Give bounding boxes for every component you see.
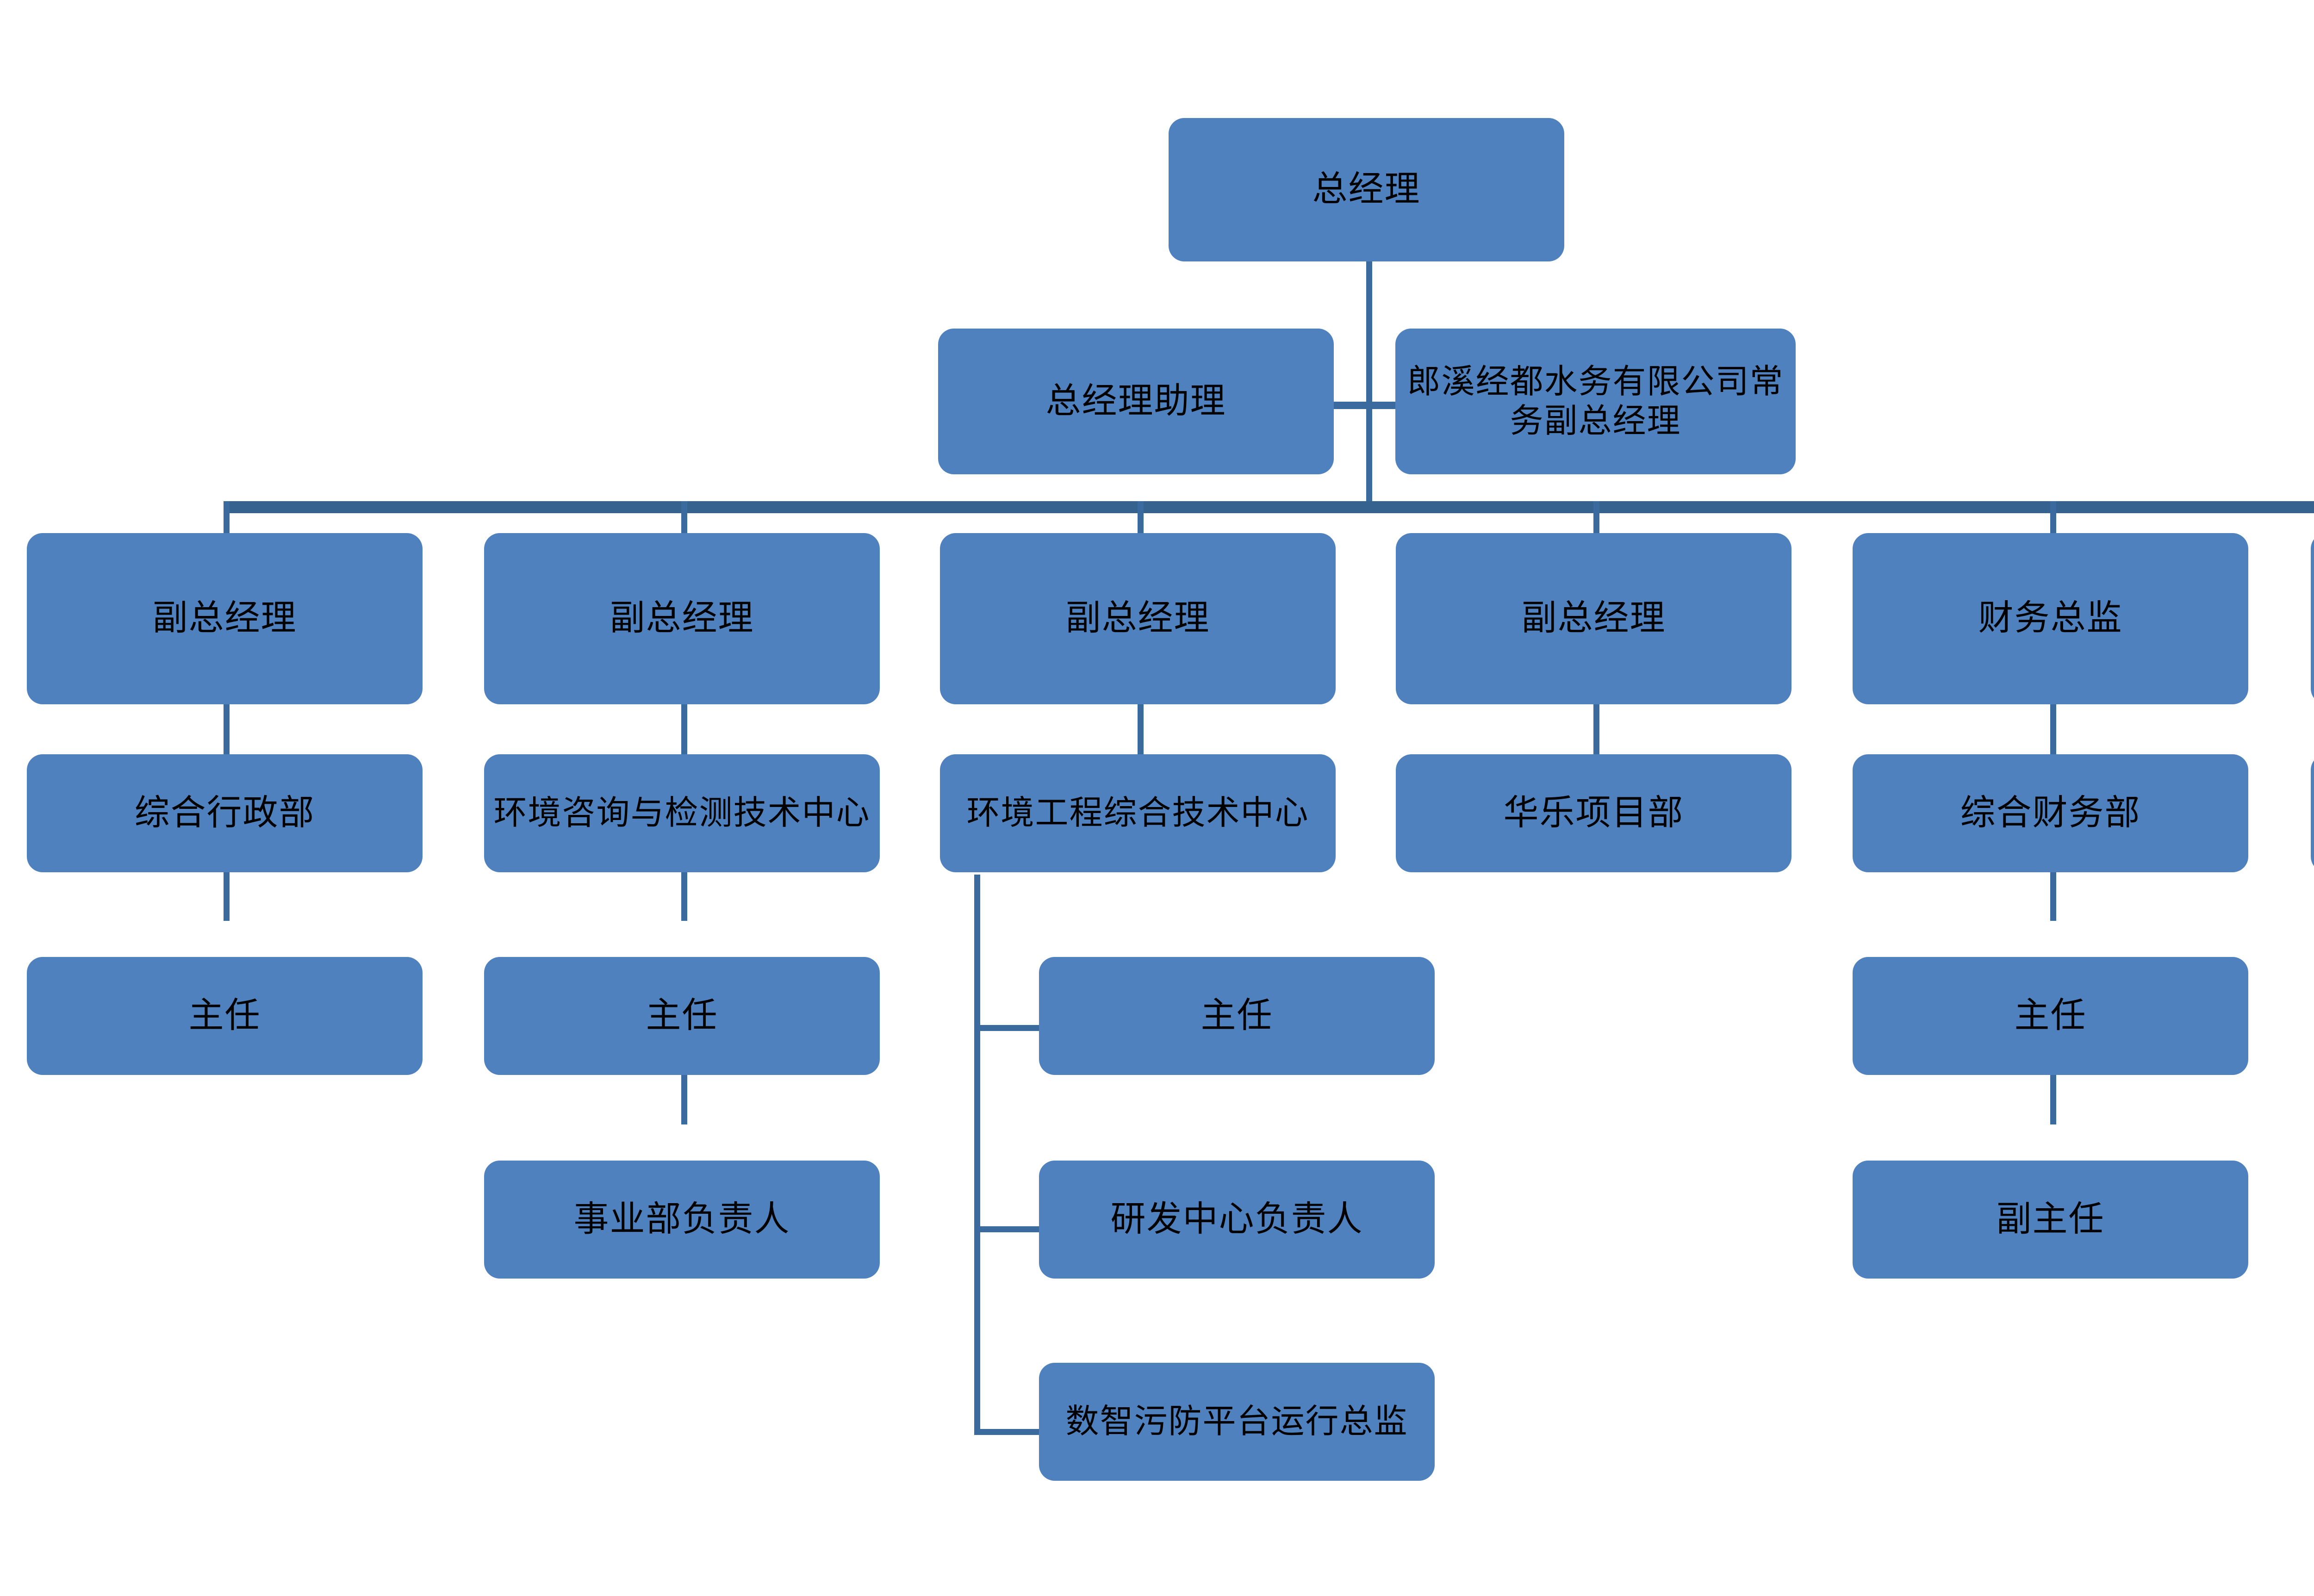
node-general-manager-label: 总经理 — [1312, 170, 1421, 209]
connector-col3-bracket-spine — [974, 875, 980, 1435]
node-production-safety-director[interactable]: 生产安全总监 — [2311, 754, 2314, 872]
node-col1-deputy-gm-label: 副总经理 — [152, 599, 297, 638]
connector-col5-l3-l4 — [2050, 703, 2056, 754]
node-deputy-director-label: 副主任 — [1996, 1199, 2105, 1239]
node-finance-department-label: 综合财务部 — [1960, 793, 2141, 832]
node-env-engineering-center[interactable]: 环境工程综合技术中心 — [940, 754, 1336, 872]
connector-drop-col5 — [2050, 501, 2056, 536]
connector-col2-l4-l5 — [681, 870, 687, 921]
node-hualе-project-department[interactable]: 华乐项目部 — [1396, 754, 1791, 872]
node-col2-deputy-gm[interactable]: 副总经理 — [484, 533, 880, 704]
node-rd-center-head[interactable]: 研发中心负责人 — [1039, 1161, 1435, 1279]
node-col3-deputy-gm[interactable]: 副总经理 — [940, 533, 1336, 704]
node-admin-department[interactable]: 综合行政部 — [27, 754, 423, 872]
node-col1-director-label: 主任 — [188, 996, 261, 1035]
node-col3-sub-director-label: 主任 — [1201, 996, 1273, 1035]
node-col5-director-label: 主任 — [2014, 996, 2087, 1035]
connector-drop-col3 — [1138, 501, 1144, 536]
connector-assistant-stub — [1333, 402, 1375, 409]
node-finance-department[interactable]: 综合财务部 — [1853, 754, 2248, 872]
node-admin-department-label: 综合行政部 — [134, 793, 315, 832]
node-business-unit-head-label: 事业部负责人 — [573, 1199, 790, 1239]
node-env-consulting-center-label: 环境咨询与检测技术中心 — [493, 795, 871, 832]
connector-gm-trunk — [1366, 259, 1372, 504]
node-safety-director[interactable]: 安全总监 — [2311, 533, 2314, 704]
node-col2-director-label: 主任 — [646, 996, 718, 1035]
connector-drop-col2 — [681, 501, 687, 536]
node-cfo-label: 财务总监 — [1978, 599, 2123, 638]
node-digital-pollution-platform-director[interactable]: 数智污防平台运行总监 — [1039, 1363, 1435, 1481]
node-huale-project-department-label: 华乐项目部 — [1503, 793, 1684, 832]
node-rd-center-head-label: 研发中心负责人 — [1110, 1199, 1363, 1239]
connector-col3-l3-l4 — [1138, 703, 1144, 754]
node-general-manager[interactable]: 总经理 — [1169, 118, 1564, 261]
node-langxi-deputy-gm-label: 郎溪经都水务有限公司常务副总经理 — [1407, 363, 1784, 440]
node-deputy-director[interactable]: 副主任 — [1853, 1161, 2248, 1279]
node-business-unit-head[interactable]: 事业部负责人 — [484, 1161, 880, 1279]
connector-col5-l5-l6 — [2050, 1074, 2056, 1124]
connector-col2-l5-l6 — [681, 1074, 687, 1124]
node-col3-deputy-gm-label: 副总经理 — [1065, 599, 1210, 638]
connector-distribution-bar — [224, 501, 2314, 513]
node-env-consulting-center[interactable]: 环境咨询与检测技术中心 — [484, 754, 880, 872]
connector-col5-l4-l5 — [2050, 870, 2056, 921]
node-cfo[interactable]: 财务总监 — [1853, 533, 2248, 704]
node-col1-director[interactable]: 主任 — [27, 957, 423, 1075]
node-col4-deputy-gm-label: 副总经理 — [1521, 599, 1666, 638]
node-gm-assistant-label: 总经理助理 — [1045, 381, 1226, 421]
connector-drop-col4 — [1593, 501, 1599, 536]
node-col2-director[interactable]: 主任 — [484, 957, 880, 1075]
connector-drop-col1 — [224, 501, 230, 536]
node-col2-deputy-gm-label: 副总经理 — [610, 599, 754, 638]
node-col4-deputy-gm[interactable]: 副总经理 — [1396, 533, 1791, 704]
node-digital-pollution-platform-director-label: 数智污防平台运行总监 — [1065, 1403, 1408, 1441]
connector-col2-l3-l4 — [681, 703, 687, 754]
node-col3-sub-director[interactable]: 主任 — [1039, 957, 1435, 1075]
connector-col4-l3-l4 — [1593, 703, 1599, 754]
node-col1-deputy-gm[interactable]: 副总经理 — [27, 533, 423, 704]
node-gm-assistant[interactable]: 总经理助理 — [938, 329, 1334, 474]
node-col5-director[interactable]: 主任 — [1853, 957, 2248, 1075]
node-langxi-deputy-gm[interactable]: 郎溪经都水务有限公司常务副总经理 — [1395, 329, 1796, 474]
node-env-engineering-center-label: 环境工程综合技术中心 — [966, 795, 1309, 832]
connector-col1-l3-l4 — [224, 703, 230, 754]
connector-col1-l4-l5 — [224, 870, 230, 921]
